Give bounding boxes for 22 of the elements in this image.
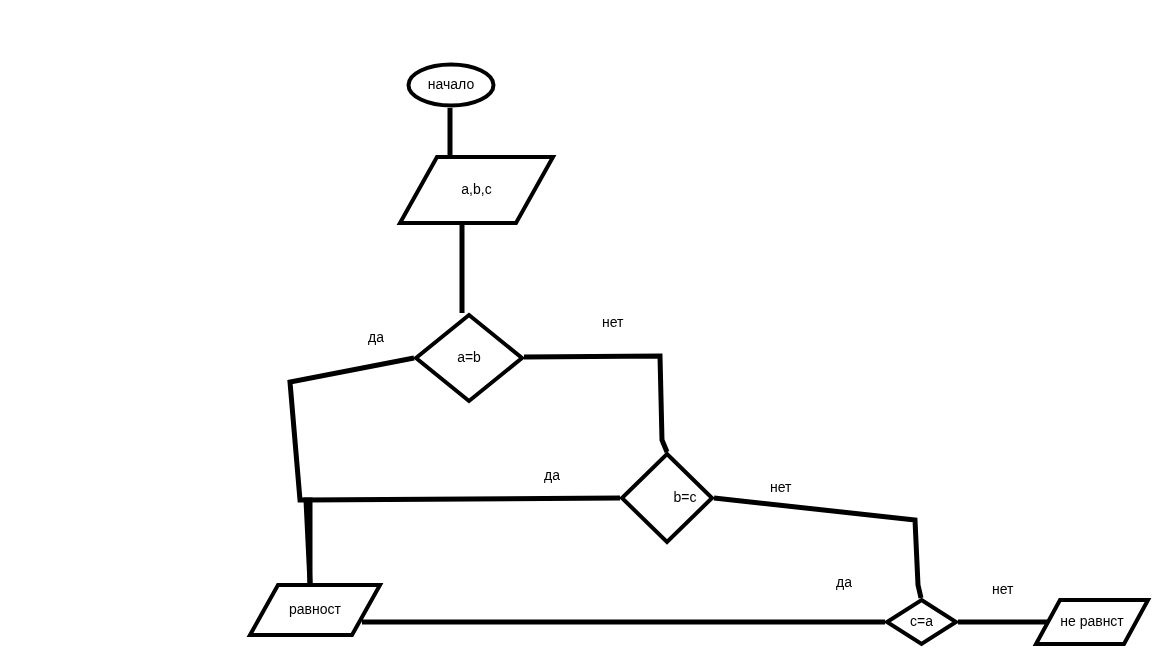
input-parallelogram (398, 155, 555, 225)
connector-line (524, 353, 670, 453)
connector-line (459, 225, 465, 313)
node-text: не равнст (1060, 613, 1124, 631)
decision-diamond (414, 313, 524, 403)
decision-diamond (620, 452, 714, 544)
decision-diamond (885, 598, 958, 646)
connector-line (447, 108, 453, 155)
start-oval (406, 62, 496, 108)
node-text: равност (289, 601, 341, 619)
connector-line (303, 495, 620, 584)
node-text: a=b (457, 349, 481, 367)
output-parallelogram (1034, 598, 1150, 646)
node-text: начало (427, 76, 475, 94)
node-text: a,b,c (461, 181, 492, 199)
connector-line (287, 355, 415, 583)
connector-line (713, 495, 924, 599)
output-parallelogram (248, 583, 382, 637)
connector-line (958, 619, 1048, 625)
node-text: c=a (910, 613, 933, 631)
connector-line (362, 619, 885, 625)
node-text: b=c (673, 489, 697, 507)
